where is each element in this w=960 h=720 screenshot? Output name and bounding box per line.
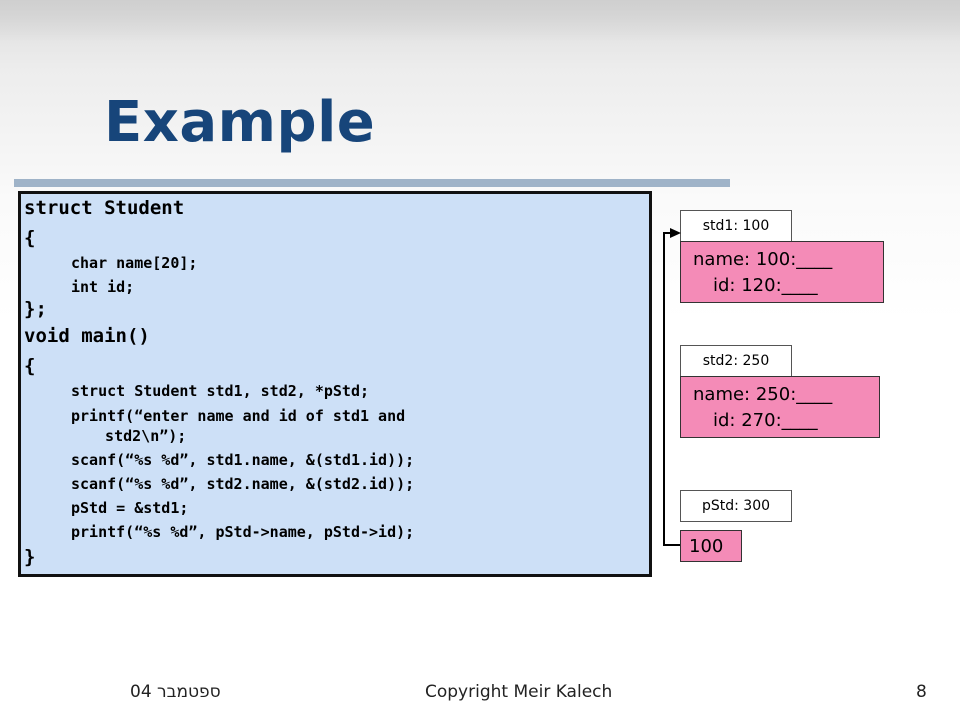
code-line: }; — [24, 298, 47, 320]
std2-id-field: id: 270:____ — [713, 410, 818, 431]
std2-memory-cell: name: 250:____ id: 270:____ — [680, 376, 880, 438]
std2-name-field: name: 250:____ — [693, 384, 833, 405]
slide-title: Example — [104, 90, 376, 155]
code-line: } — [24, 546, 36, 568]
footer-copyright: Copyright Meir Kalech — [425, 682, 613, 702]
code-line: scanf(“%s %d”, std1.name, &(std1.id)); — [71, 451, 415, 469]
arrowhead-icon — [670, 228, 681, 238]
code-line: struct Student — [24, 197, 185, 219]
code-line: void main() — [24, 325, 150, 347]
pstd-memory-cell: 100 — [680, 530, 742, 562]
std1-address-label: std1: 100 — [680, 210, 792, 242]
code-line: std2\n”); — [87, 427, 187, 445]
code-line: int id; — [71, 278, 135, 296]
code-line: char name[20]; — [71, 254, 198, 272]
slide-number: 8 — [916, 682, 927, 702]
code-line: { — [24, 227, 36, 249]
code-line: printf(“%s %d”, pStd->name, pStd->id); — [71, 523, 415, 541]
title-underline — [14, 179, 730, 187]
code-block: struct Student { char name[20]; int id; … — [18, 191, 652, 577]
pointer-line — [663, 232, 680, 546]
code-line: pStd = &std1; — [71, 499, 189, 517]
std1-id-field: id: 120:____ — [713, 275, 818, 296]
code-line: struct Student std1, std2, *pStd; — [71, 382, 370, 400]
std1-name-field: name: 100:____ — [693, 249, 833, 270]
std2-address-label: std2: 250 — [680, 345, 792, 377]
top-decoration — [0, 0, 960, 42]
code-line: printf(“enter name and id of std1 and — [71, 407, 406, 425]
code-line: scanf(“%s %d”, std2.name, &(std2.id)); — [71, 475, 415, 493]
std1-memory-cell: name: 100:____ id: 120:____ — [680, 241, 884, 303]
code-line: { — [24, 355, 36, 377]
pstd-address-label: pStd: 300 — [680, 490, 792, 522]
footer-date: ספטמבר 04 — [130, 682, 221, 702]
